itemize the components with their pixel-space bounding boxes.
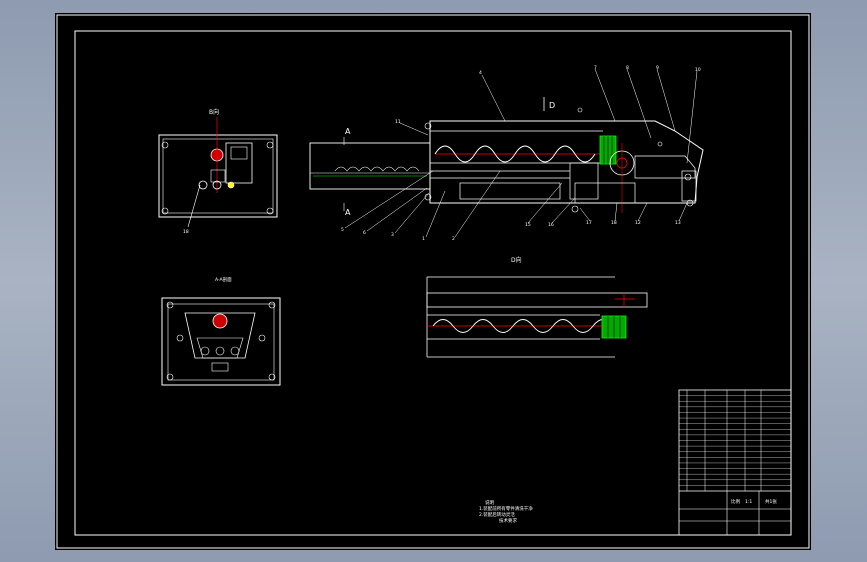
- bom-rows: [679, 395, 791, 486]
- view-b: B向 18: [158, 108, 278, 235]
- title-block: 比例 1:1 共1张: [678, 389, 792, 536]
- scale-label: 比例: [731, 498, 740, 505]
- outer-border: [56, 14, 810, 549]
- section-mark-a-bottom: A: [345, 208, 351, 217]
- sheet-count: 共1张: [765, 498, 777, 505]
- main-assembly-view: A A D: [309, 65, 704, 242]
- cad-viewport[interactable]: B向 18 A-A剖面 A: [55, 13, 811, 550]
- notes-line-2: 2.装配后转动灵活: [479, 511, 515, 518]
- view-a: A-A剖面: [161, 276, 281, 386]
- part-number-17: 17: [586, 220, 592, 226]
- view-d-label: D向: [511, 256, 522, 264]
- scale-value: 1:1: [745, 499, 752, 505]
- part-number-3: 3: [391, 232, 394, 238]
- view-b-label: B向: [209, 108, 219, 116]
- view-b-part-number: 18: [183, 229, 189, 235]
- section-mark-d: D: [549, 101, 555, 110]
- part-number-6: 6: [363, 230, 366, 236]
- part-number-8: 8: [626, 65, 629, 71]
- inner-border: [74, 30, 792, 536]
- part-number-7: 7: [594, 65, 597, 71]
- part-number-16: 16: [548, 222, 554, 228]
- part-number-2: 2: [452, 236, 455, 242]
- part-number-5: 5: [341, 227, 344, 233]
- part-number-4: 4: [479, 70, 482, 76]
- part-number-12: 12: [635, 220, 641, 226]
- notes-heading: 说明: [485, 499, 494, 506]
- part-number-1: 1: [422, 236, 425, 242]
- part-number-13: 13: [675, 220, 681, 226]
- view-a-label: A-A剖面: [215, 276, 232, 283]
- part-number-11: 11: [395, 119, 401, 125]
- notes-line-3: 技术要求: [499, 517, 517, 524]
- section-mark-a-top: A: [345, 127, 351, 136]
- technical-notes: 说明 1.装配前所有零件清洗干净 2.装配后转动灵活 技术要求: [479, 499, 533, 524]
- part-number-9: 9: [656, 65, 659, 71]
- view-d: D向: [426, 256, 648, 358]
- part-number-18: 18: [611, 220, 617, 226]
- part-number-15: 15: [525, 222, 531, 228]
- engineering-drawing: B向 18 A-A剖面 A: [56, 14, 810, 549]
- notes-line-1: 1.装配前所有零件清洗干净: [479, 505, 533, 512]
- part-number-10: 10: [695, 67, 701, 73]
